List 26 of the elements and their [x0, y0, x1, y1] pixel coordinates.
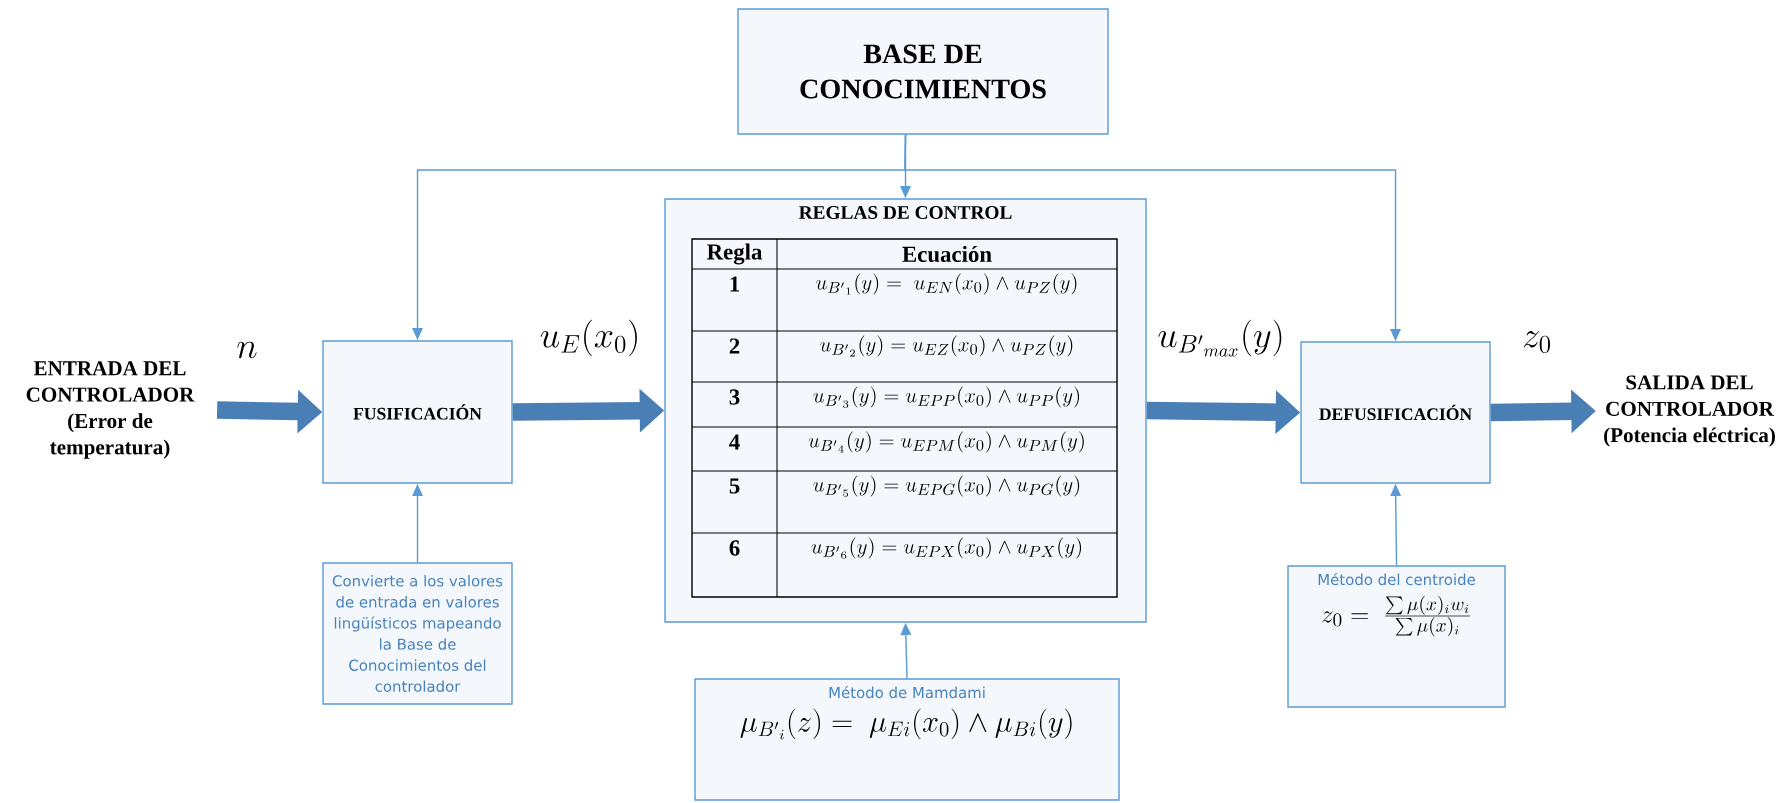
- rule-number: 4: [729, 434, 740, 450]
- table-header: Regla: [707, 243, 763, 265]
- equation-cell: $u_{{B'}_{1}}(y) = \ u_{EN}(x_0) \wedge u_{PZ}(y)$: [816, 273, 1077, 295]
- equation-cell: $u_{{B'}_{6}}(y) = u_{EPX}(x_0) \wedge u_{PX}(y)$: [811, 537, 1082, 559]
- equation-cell: $u_{{B'}_{3}}(y) = u_{EPP}(x_0) \wedge u_{PP}(y)$: [813, 386, 1080, 408]
- rule-number: 1: [730, 276, 740, 292]
- process-box: DEFUSIFICACIÓN: [1300, 341, 1491, 484]
- io-label: ENTRADA DEL CONTROLADOR (Error de temperatura): [26, 361, 195, 459]
- rule-number: 5: [729, 478, 740, 494]
- rule-number: 3: [729, 389, 740, 405]
- note-box: Convierte a los valores de entrada en valores lingüísticos mapeando la Base de Conocimientos del controlador: [322, 562, 513, 705]
- process-box: FUSIFICACIÓN: [322, 340, 513, 484]
- process-box: BASE DE CONOCIMIENTOS: [737, 8, 1109, 135]
- equation-cell: $u_{{B'}_{2}}(y) = u_{EZ}(x_0) \wedge u_{PZ}(y)$: [820, 335, 1073, 357]
- edge-label: $n$: [234, 340, 260, 360]
- io-label: SALIDA DEL CONTROLADOR (Potencia eléctrica): [1604, 375, 1775, 447]
- edge-label: $z_0$: [1520, 329, 1554, 355]
- rule-number: 6: [729, 540, 740, 556]
- edge-label: $u_E(x_0)$: [538, 318, 642, 358]
- edge-label: $u_{{B'}_{max}}(y)$: [1155, 317, 1287, 358]
- method-box: Método de Mamdami $\mu_{{B'}_{i}}(z) = \ \mu_{Ei}(x_0) \wedge \mu_{Bi}(y)$: [694, 678, 1120, 801]
- rule-number: 2: [729, 338, 740, 354]
- table-header: Ecuación: [902, 245, 992, 263]
- method-box: Método del centroide $z_0 = \ \frac{\sum \mu(x)_i w_i}{\sum \mu(x)_i}$: [1287, 565, 1506, 708]
- equation-cell: $u_{{B'}_{5}}(y) = u_{EPG}(x_0) \wedge u_{PG}(y)$: [813, 475, 1080, 497]
- equation-cell: $u_{{B'}_{4}}(y) = u_{EPM}(x_0) \wedge u_{PM}(y)$: [808, 431, 1084, 453]
